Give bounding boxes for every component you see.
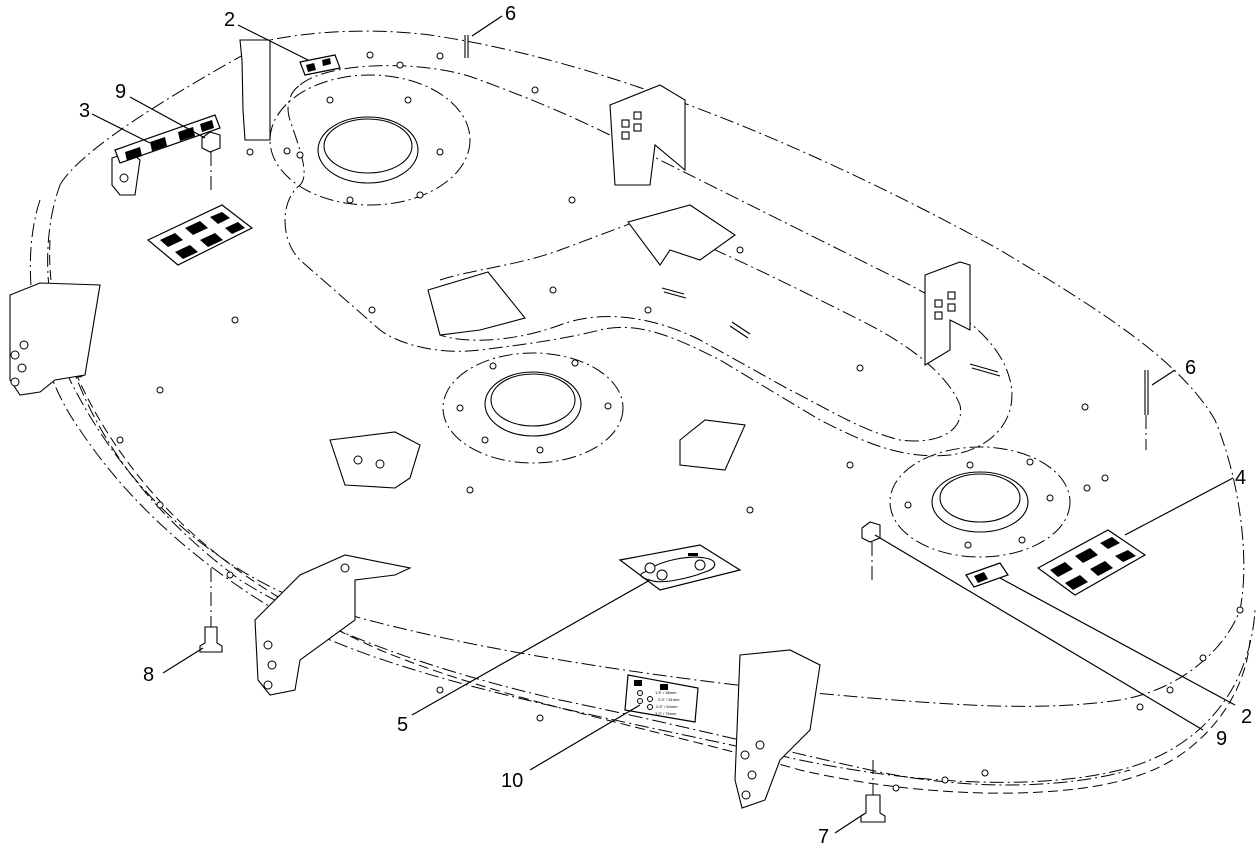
callout-9-left: 9	[115, 81, 126, 103]
callout-6-top: 6	[505, 3, 516, 25]
mower-deck-housing	[29, 30, 1256, 794]
callout-5: 5	[397, 714, 408, 736]
height-row-2: 2.0" / 51mm	[658, 697, 680, 702]
callout-7: 7	[818, 826, 829, 848]
decal-item-2-right	[965, 562, 1009, 588]
callout-10: 10	[501, 770, 523, 792]
callout-2-top: 2	[224, 9, 235, 31]
callout-8: 8	[143, 664, 154, 686]
decal-item-2-top	[299, 54, 341, 76]
callout-leaders	[91, 15, 1236, 834]
deck-brackets	[9, 39, 971, 809]
decal-item-4-left	[146, 204, 254, 266]
height-row-1: 1.5" / 38mm	[655, 690, 677, 695]
height-row-3: 2.5" / 64mm	[656, 704, 678, 709]
callout-2-right: 2	[1241, 706, 1252, 728]
decal-item-4-right	[1036, 529, 1147, 596]
deck-mounting-holes	[68, 51, 1244, 792]
callout-labels: 2 6 9 3 6 4 8 5 10 9 2 7	[79, 3, 1252, 848]
decal-item-5-belt-routing	[618, 544, 742, 591]
callout-9-right: 9	[1216, 728, 1227, 750]
decal-item-10-height-chart: 1.5" / 38mm 2.0" / 51mm 2.5" / 64mm 3.0"…	[624, 674, 699, 723]
callout-6-right: 6	[1185, 357, 1196, 379]
height-row-4: 3.0" / 76mm	[655, 711, 677, 716]
callout-4: 4	[1235, 467, 1246, 489]
hardware	[199, 35, 1149, 823]
callout-3: 3	[79, 100, 90, 122]
